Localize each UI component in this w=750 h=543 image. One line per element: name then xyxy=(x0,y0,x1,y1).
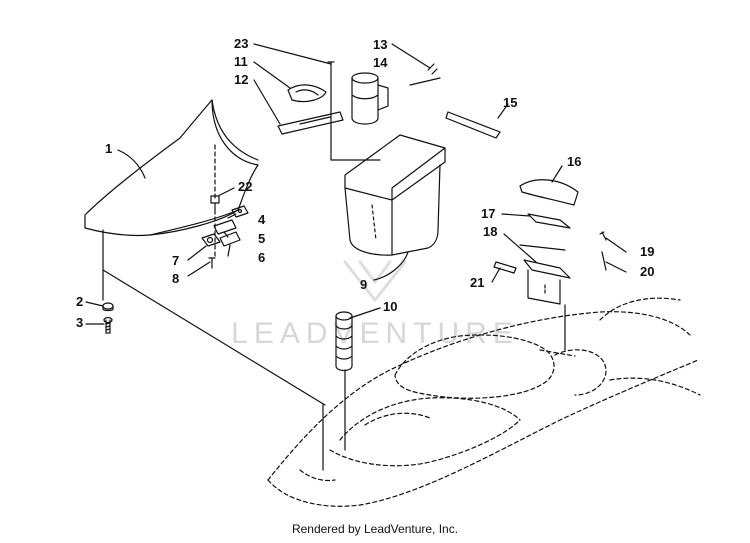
part-label-21: 21 xyxy=(470,275,484,290)
part-label-20: 20 xyxy=(640,264,654,279)
part-label-23: 23 xyxy=(234,36,248,51)
part-label-13: 13 xyxy=(373,37,387,52)
screw-part-23 xyxy=(327,61,335,79)
part-label-17: 17 xyxy=(481,206,495,221)
rivet-part-22 xyxy=(210,195,220,211)
bellows-tube-part-10 xyxy=(335,311,353,372)
cover-part-16 xyxy=(519,179,579,206)
nut-part-2 xyxy=(102,302,114,312)
part-label-4: 4 xyxy=(258,212,266,227)
part-label-6: 6 xyxy=(258,250,265,265)
plate-part-12 xyxy=(277,111,344,135)
rendered-by-footer: Rendered by LeadVenture, Inc. xyxy=(291,522,459,536)
watermark-logo: LEADVENTURE xyxy=(231,260,519,350)
part-label-5: 5 xyxy=(258,231,265,246)
part-label-2: 2 xyxy=(76,294,83,309)
part-label-9: 9 xyxy=(360,277,367,292)
part-label-8: 8 xyxy=(172,271,179,286)
watermark-text: LEADVENTURE xyxy=(231,317,519,350)
screw-part-8 xyxy=(208,257,216,269)
part-label-14: 14 xyxy=(373,55,388,70)
snowmobile-body-outline xyxy=(267,297,701,507)
washer-part-5 xyxy=(213,219,237,235)
part-number-labels: 1 2 3 4 5 6 7 8 9 10 11 12 13 14 15 16 1… xyxy=(76,36,654,330)
part-label-12: 12 xyxy=(234,72,248,87)
part-label-15: 15 xyxy=(503,95,517,110)
part-label-3: 3 xyxy=(76,315,83,330)
part-label-18: 18 xyxy=(483,224,497,239)
strap-part-11 xyxy=(287,84,327,103)
leader-lines xyxy=(85,43,627,325)
latch-part-17 xyxy=(527,213,571,229)
box-part-18-body xyxy=(527,269,561,305)
spring-part-20 xyxy=(601,251,607,271)
part-label-10: 10 xyxy=(383,299,397,314)
clip-part-7 xyxy=(201,233,221,247)
strip-part-21 xyxy=(493,261,517,274)
canister-part-14 xyxy=(351,72,389,125)
plate-part-6 xyxy=(219,231,241,247)
trim-strip-part-15 xyxy=(445,111,501,139)
screw-part-3 xyxy=(103,316,113,334)
cable-tie-part-13 xyxy=(427,63,438,75)
assembly-lines xyxy=(102,77,566,471)
storage-bin-part-9 xyxy=(344,134,446,256)
part-label-22: 22 xyxy=(238,179,252,194)
pin-part-19 xyxy=(599,231,607,241)
part-label-7: 7 xyxy=(172,253,179,268)
part-label-11: 11 xyxy=(234,54,248,69)
part-label-16: 16 xyxy=(567,154,581,169)
part-label-1: 1 xyxy=(105,141,112,156)
part-label-19: 19 xyxy=(640,244,654,259)
side-panel-part-1 xyxy=(84,99,259,237)
lid-part-18 xyxy=(523,259,571,279)
